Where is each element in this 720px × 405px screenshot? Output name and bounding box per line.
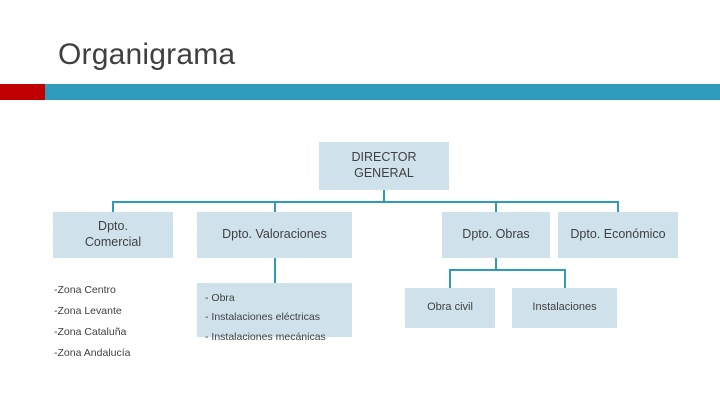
page-title: Organigrama bbox=[58, 38, 236, 71]
list-item: -Zona Cataluña bbox=[54, 326, 127, 338]
list-item: - Instalaciones eléctricas bbox=[205, 311, 320, 324]
org-node-valoraciones-label: Dpto. Valoraciones bbox=[222, 227, 327, 242]
connector-drop-valoraciones bbox=[274, 201, 276, 213]
org-node-dpto-obras[interactable]: Dpto. Obras bbox=[442, 212, 550, 258]
org-node-comercial-line2: Comercial bbox=[84, 235, 142, 249]
org-node-obras-label: Dpto. Obras bbox=[462, 227, 530, 242]
connector-drop-comercial bbox=[112, 201, 114, 213]
org-node-obra-civil-label: Obra civil bbox=[427, 301, 473, 314]
accent-bar-red bbox=[0, 84, 45, 100]
org-node-dpto-economico[interactable]: Dpto. Económico bbox=[558, 212, 678, 258]
connector-director-down bbox=[383, 190, 385, 202]
org-node-instalaciones[interactable]: Instalaciones bbox=[512, 288, 617, 328]
list-valoraciones-items: - Obra - Instalaciones eléctricas - Inst… bbox=[197, 283, 352, 343]
list-comercial-zonas: -Zona Centro -Zona Levante -Zona Cataluñ… bbox=[46, 274, 179, 359]
accent-bar-teal bbox=[45, 84, 720, 100]
org-node-comercial-line1: Dpto. bbox=[98, 219, 128, 234]
org-node-dpto-comercial[interactable]: Dpto. Comercial bbox=[53, 212, 173, 258]
org-node-director-line1: DIRECTOR bbox=[351, 150, 417, 165]
list-item: - Obra bbox=[205, 292, 235, 304]
org-node-director-general[interactable]: DIRECTOR GENERAL bbox=[319, 142, 449, 190]
list-item: -Zona Andalucía bbox=[54, 347, 131, 359]
connector-drop-obras bbox=[495, 201, 497, 213]
list-item: -Zona Levante bbox=[54, 305, 122, 317]
org-node-director-line2: GENERAL bbox=[354, 166, 414, 180]
list-item: -Zona Centro bbox=[54, 284, 116, 296]
connector-valoraciones-list bbox=[274, 258, 276, 284]
org-node-instalaciones-label: Instalaciones bbox=[532, 301, 597, 314]
connector-obras-down bbox=[495, 258, 497, 270]
connector-drop-economico bbox=[617, 201, 619, 213]
connector-drop-instalaciones bbox=[564, 269, 566, 289]
org-node-economico-label: Dpto. Económico bbox=[570, 227, 666, 242]
org-node-obra-civil[interactable]: Obra civil bbox=[405, 288, 495, 328]
list-item: - Instalaciones mecánicas bbox=[205, 330, 326, 343]
org-node-dpto-valoraciones[interactable]: Dpto. Valoraciones bbox=[197, 212, 352, 258]
connector-level1-bus bbox=[112, 201, 619, 203]
connector-drop-obracivil bbox=[449, 269, 451, 289]
connector-level2-bus bbox=[449, 269, 565, 271]
